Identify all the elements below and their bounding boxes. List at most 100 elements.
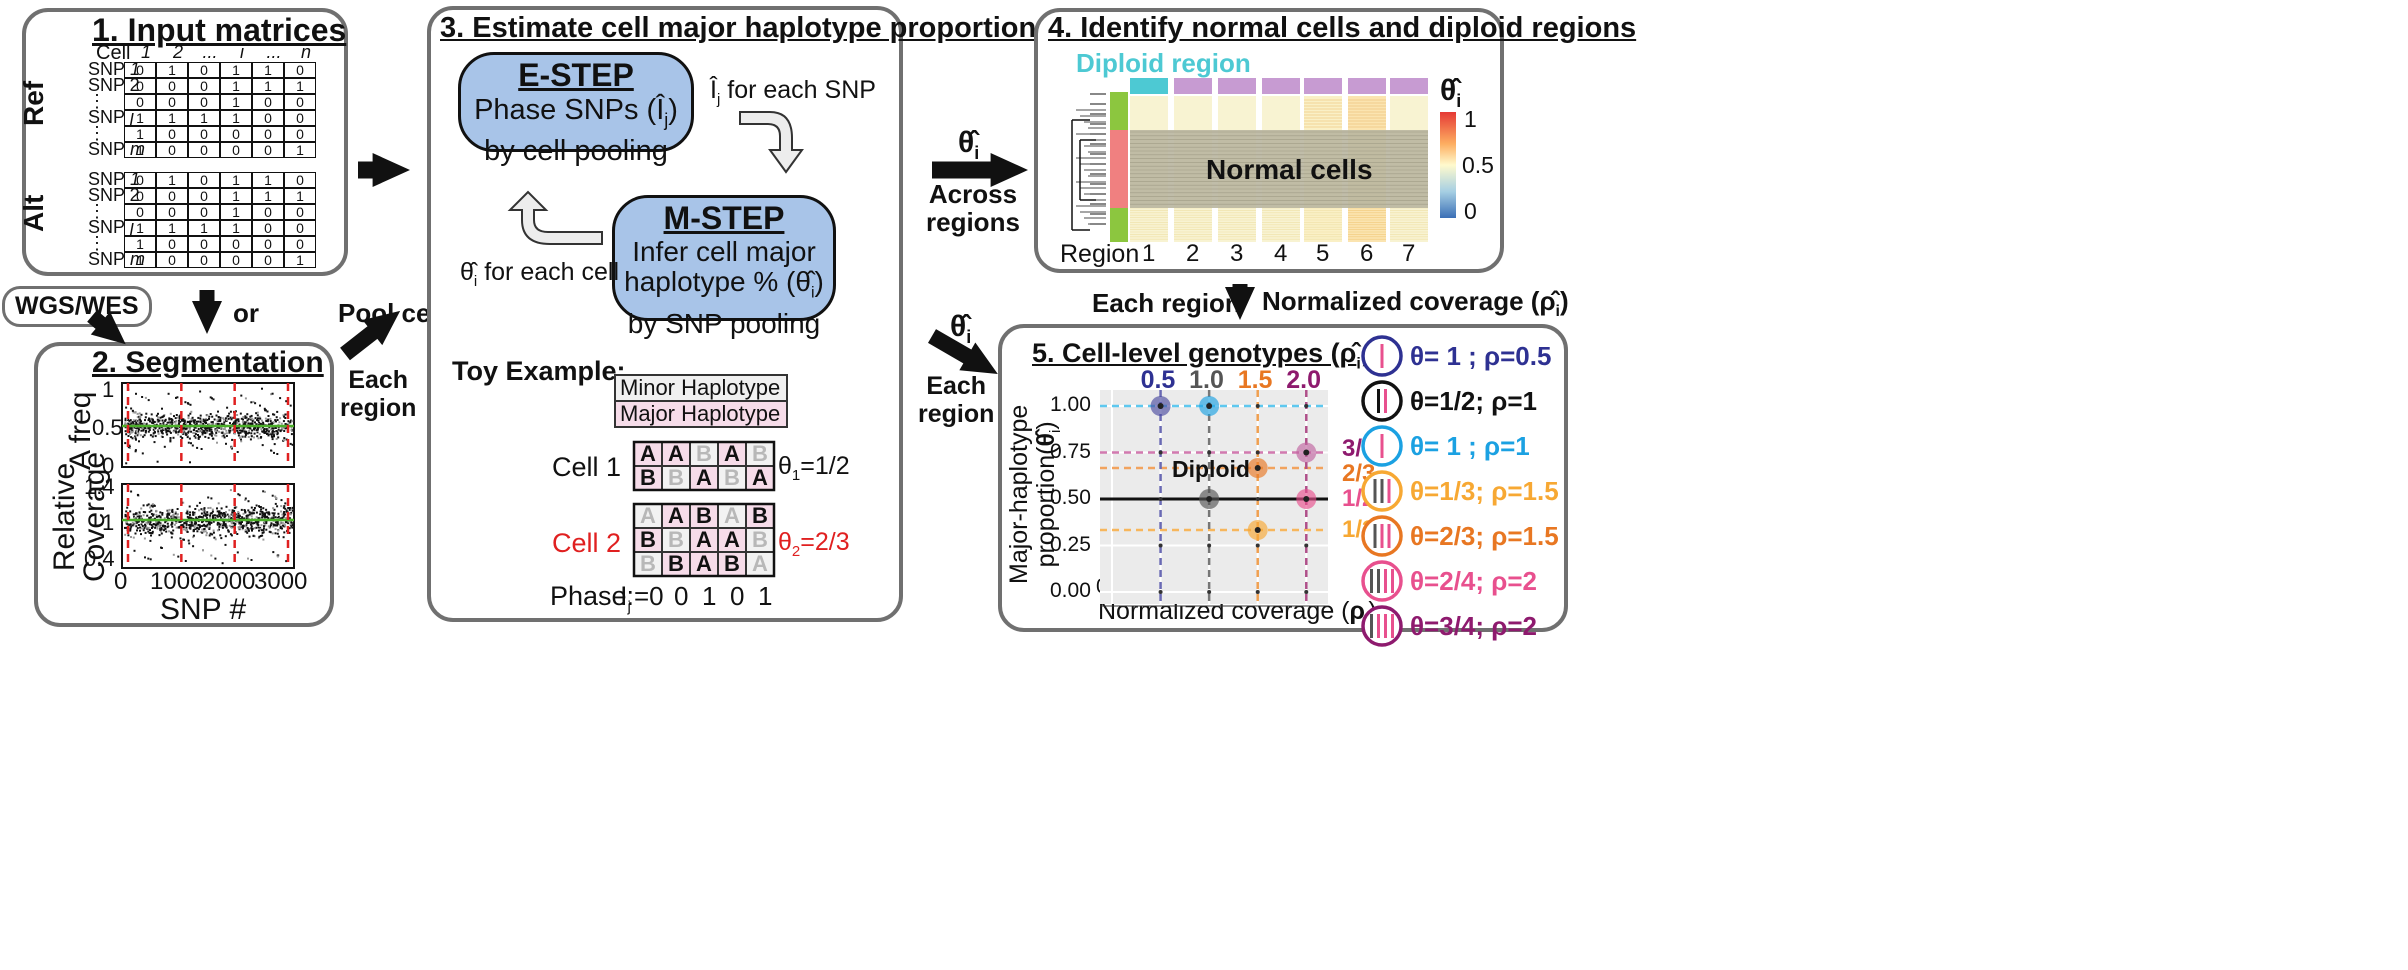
- alt-cell: 0: [188, 188, 220, 204]
- seg-xtick-1: 1000: [150, 568, 204, 595]
- ref-cell: 1: [284, 78, 316, 94]
- ref-cell: 0: [220, 126, 252, 142]
- p5-title-text: 5. Cell-level genotypes (: [1032, 338, 1340, 368]
- alt-cell: 1: [252, 188, 284, 204]
- alt-cell: 1: [124, 252, 156, 268]
- seg-xtick-3: 3000: [254, 568, 308, 595]
- legend-theta-sub: i: [1456, 91, 1462, 111]
- estep-line1: Phase SNPs (: [474, 94, 657, 126]
- each-region-a-line2: region: [340, 394, 417, 422]
- ref-cell: 1: [252, 62, 284, 78]
- toy-example-label: Toy Example:: [452, 356, 626, 386]
- alt-cell: 1: [124, 220, 156, 236]
- cell-col-2: ...: [202, 42, 218, 62]
- row-label: SNP 2: [88, 75, 140, 95]
- alt-cell: 1: [284, 188, 316, 204]
- panel1-title: 1. Input matrices: [92, 12, 347, 48]
- diploid-point-label: Diploid: [1172, 456, 1250, 482]
- row-label: SNP 2: [88, 185, 140, 205]
- panel4-title: 4. Identify normal cells and diploid reg…: [1048, 12, 1637, 44]
- alt-cell: 0: [188, 252, 220, 268]
- legend-entry-6: θ=3/4; ρ=2: [1410, 611, 1537, 641]
- row-label: ⋮: [88, 91, 106, 111]
- cell1-allele: A: [690, 466, 718, 490]
- p5-ytick-2: 0.50: [1050, 486, 1091, 509]
- p5-title-rho-sub: i: [1356, 355, 1361, 373]
- cell2-allele: B: [662, 552, 690, 576]
- alt-cell: 0: [156, 236, 188, 252]
- p5-ytick-0: 1.00: [1050, 393, 1091, 416]
- cell1-allele: A: [634, 442, 662, 466]
- ref-cell: 1: [124, 110, 156, 126]
- region-num-2: 2: [1186, 240, 1200, 267]
- p5-ylabel-end: ): [1032, 421, 1060, 430]
- legend-tick-2: 0: [1464, 198, 1477, 224]
- alt-cell: 0: [124, 188, 156, 204]
- region-num-5: 5: [1316, 240, 1330, 267]
- p5-xtick-1: 0.5: [1144, 575, 1174, 598]
- major-haplotype-key: Major Haplotype: [614, 400, 788, 428]
- cell2-allele: B: [718, 552, 746, 576]
- mstep-box: M-STEP Infer cell major haplotype % (θ̂i…: [612, 195, 836, 338]
- ti-hat: θ̂: [460, 258, 474, 286]
- cell-col-3: i: [240, 42, 244, 62]
- cell1-theta-sym: θ: [778, 452, 792, 480]
- ref-cell: 0: [252, 126, 284, 142]
- theta-across-sub: i: [974, 143, 980, 163]
- alt-cell: 0: [156, 188, 188, 204]
- afreq-tick-2: 0: [102, 453, 115, 478]
- alt-cell: 0: [124, 172, 156, 188]
- p5-right-3: 1/3: [1342, 516, 1376, 543]
- row-label: ⋮: [88, 123, 106, 143]
- legend-tick-1: 0.5: [1462, 152, 1494, 178]
- ref-cell: 0: [188, 142, 220, 158]
- cell2-allele: A: [634, 504, 662, 528]
- across-regions-label: Across regions: [926, 180, 1020, 236]
- row-index: j: [125, 217, 135, 237]
- theta-hat-each: θ̂i: [950, 310, 971, 348]
- arrow-pool-to-seg-shape: [192, 290, 222, 334]
- ref-cell: 1: [156, 110, 188, 126]
- ti-sub: i: [473, 273, 478, 290]
- cell2-allele: B: [746, 504, 774, 528]
- each-region-label-a: Each region: [340, 366, 416, 422]
- arrow-to-panel3-shape: [358, 153, 410, 187]
- cov-tick-0: 1.4: [84, 474, 115, 499]
- cell1-allele: B: [662, 466, 690, 490]
- cov-tick-2: 0.4: [84, 546, 115, 571]
- or-label: or: [233, 298, 259, 328]
- cell2-allele: B: [690, 504, 718, 528]
- cell2-theta-sym: θ: [778, 528, 792, 556]
- normal-cells-label: Normal cells: [1206, 154, 1373, 185]
- phase-val-2: 1: [702, 581, 717, 611]
- ref-cell: 0: [284, 126, 316, 142]
- p5-ytick-3: 0.25: [1050, 532, 1091, 556]
- alt-cell: 1: [124, 236, 156, 252]
- region-num-6: 6: [1360, 240, 1374, 267]
- alt-cell: 0: [252, 252, 284, 268]
- mstep-theta: θ̂: [795, 266, 811, 297]
- ref-cell: 1: [220, 78, 252, 94]
- ref-row-label-5: SNP m: [88, 140, 145, 158]
- cell1-theta-val: =1/2: [800, 452, 850, 480]
- p5-xlabel-text: Normalized coverage (: [1098, 597, 1350, 625]
- region-num-3: 3: [1230, 240, 1244, 267]
- minor-haplotype-key: Minor Haplotype: [614, 374, 788, 402]
- cov-tick-1: 1: [102, 510, 115, 535]
- seg-xtick-2: 2000: [202, 568, 256, 595]
- ref-cell: 0: [156, 78, 188, 94]
- alt-cell: 0: [252, 220, 284, 236]
- ref-label: Ref: [18, 80, 49, 126]
- cell1-allele: A: [746, 466, 774, 490]
- cell1-label: Cell 1: [552, 452, 622, 482]
- phase-val-4: 1: [758, 581, 773, 611]
- each-region-b-line1: Each: [926, 372, 987, 400]
- rho-sub: i: [1555, 303, 1560, 321]
- cell2-allele: B: [662, 528, 690, 552]
- alt-cell: 0: [284, 172, 316, 188]
- ref-cell: 1: [220, 110, 252, 126]
- region-label: Region: [1060, 240, 1140, 268]
- wgs-wes-badge: WGS/WES: [2, 286, 152, 327]
- cell-col-1: 2: [172, 42, 183, 62]
- estep-sub: j: [664, 109, 669, 130]
